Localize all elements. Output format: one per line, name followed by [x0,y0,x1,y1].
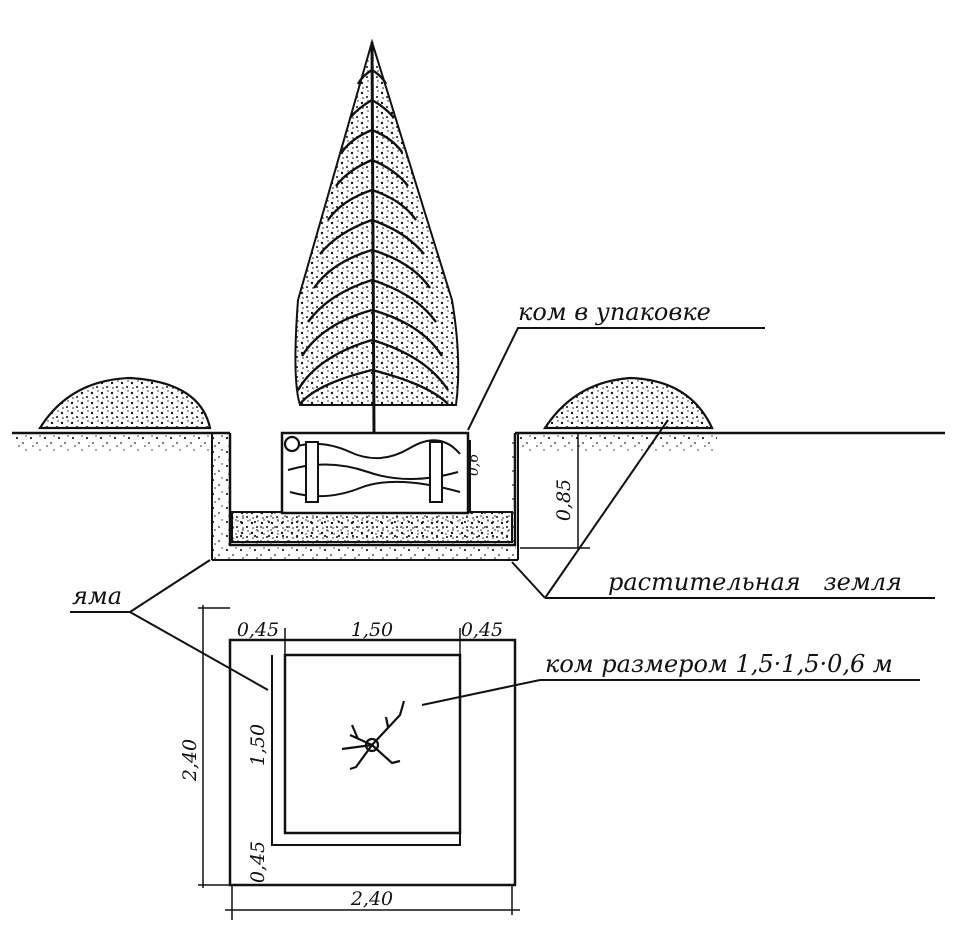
label-ball-width: 1,50 [351,619,393,641]
depth-dimension: 0,85 [520,432,590,549]
spruce-tree [294,38,460,436]
label-offset-top-right: 0,45 [461,619,503,641]
soil-mound-left [38,376,212,430]
plan-view: 0,45 1,50 0,45 2,40 1,50 0,45 2,40 [179,605,520,920]
root-ball-packed: 0,6 [280,431,482,515]
label-pit-height: 2,40 [179,739,201,782]
tree-branches [296,68,450,405]
label-offset-top-left: 0,45 [237,619,279,641]
label-ball-size: ком размером 1,5·1,5·0,6 м [545,650,893,678]
label-depth: 0,85 [553,479,575,521]
label-pit: яма [72,582,122,610]
leader-lines [70,327,935,706]
label-ball-height: 1,50 [247,724,269,766]
label-ball-packed: ком в упаковке [518,298,711,326]
tree-top-view-icon [341,700,406,771]
label-small-mark: 0,6 [466,454,482,476]
label-offset-bottom: 0,45 [247,841,269,883]
soil-mound-right [542,376,714,430]
label-topsoil: растительная земля [608,568,902,596]
label-pit-width: 2,40 [350,888,393,910]
